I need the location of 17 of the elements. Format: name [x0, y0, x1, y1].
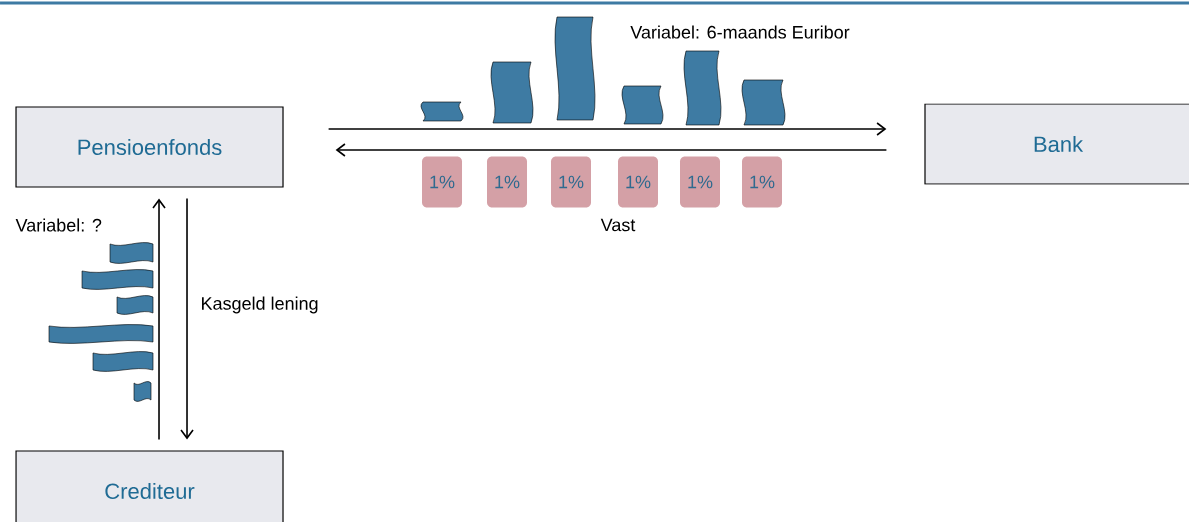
note-label: Vast	[600, 218, 636, 232]
note-label: Variabel: ?	[15, 218, 102, 232]
rate-box: 1%	[422, 156, 462, 208]
arrow	[335, 143, 888, 157]
arrow	[327, 122, 887, 136]
rate-box: 1%	[680, 156, 720, 208]
arrow	[180, 197, 194, 440]
rate-box: 1%	[618, 156, 658, 208]
edge-label: Kasgeld lening	[202, 296, 318, 314]
arrow	[152, 198, 166, 441]
note-label: Variabel: 6-maands Euribor	[630, 25, 850, 39]
rate-box: 1%	[551, 156, 591, 208]
entity-box: Crediteur	[15, 450, 284, 522]
rate-box: 1%	[742, 156, 782, 208]
entity-box: Bank	[924, 103, 1189, 185]
entity-box: Pensioenfonds	[15, 106, 284, 188]
rate-box: 1%	[487, 156, 527, 208]
